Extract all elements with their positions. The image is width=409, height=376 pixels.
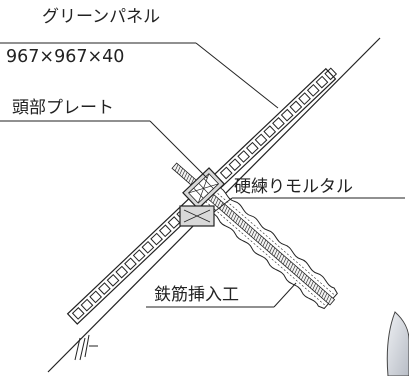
rebar-thread-tick [237, 218, 242, 226]
rebar-thread-tick [230, 212, 235, 220]
rebar-thread-tick [325, 294, 330, 302]
label-head-plate: 頭部プレート [12, 98, 114, 118]
rebar-thread-tick [328, 296, 332, 304]
ground-hatch [74, 334, 98, 361]
panel-cell [219, 166, 233, 180]
rebar-thread-tick [267, 243, 271, 251]
label-green-panel: グリーンパネル [42, 7, 160, 27]
rebar-thread-tick [276, 251, 280, 259]
rebar-thread-tick [289, 263, 294, 271]
label-panel-dimensions: 967×967×40 [6, 47, 124, 67]
rebar-thread-tick [212, 196, 217, 204]
label-hard-mortar: 硬練りモルタル [234, 177, 353, 197]
panel-cell [306, 84, 320, 97]
panel-cell [150, 232, 163, 246]
panel-cell [298, 92, 311, 105]
rebar-thread-tick [253, 231, 258, 239]
bolt-thread-tick [188, 176, 193, 183]
rebar-thread-tick [251, 229, 255, 237]
rebar-thread-tick [319, 289, 323, 296]
rebar-thread-tick [310, 281, 314, 288]
panel-cell [245, 141, 259, 155]
bolt-thread-tick [181, 170, 186, 177]
panel-cell [167, 216, 181, 229]
rebar-thread-tick [242, 222, 246, 229]
rebar-thread-tick [278, 253, 283, 261]
rebar-thread-tick [228, 210, 233, 218]
panel-cell [272, 117, 285, 130]
rebar-thread-tick [323, 292, 328, 300]
rebar-thread-tick [269, 245, 273, 253]
rebar-thread-tick [214, 198, 219, 206]
green-panel-cells [71, 67, 338, 320]
label-rebar-insertion: 鉄筋挿入工 [154, 285, 239, 305]
panel-cell [71, 307, 85, 320]
panel-cell [97, 282, 111, 295]
rebar-thread-tick [271, 247, 276, 255]
bolt-thread-tick [174, 164, 179, 172]
panel-cell [89, 290, 103, 304]
panel-cell [158, 224, 172, 238]
bolt-thread-tick [177, 166, 181, 174]
rebar-thread-tick [291, 265, 296, 273]
rebar-thread-tick [235, 216, 239, 224]
bolt-thread-tick [190, 178, 195, 185]
leader-lines [0, 42, 405, 308]
rebar-thread-tick [210, 194, 215, 202]
panel-cell [324, 67, 338, 81]
rebar-thread-tick [316, 287, 321, 294]
rebar-thread-tick [262, 239, 267, 247]
panel-cell [141, 240, 155, 254]
rebar-thread-tick [312, 283, 316, 290]
rebar-thread-tick [303, 275, 307, 283]
rebar-thread-tick [248, 228, 253, 235]
rebar-thread-tick [314, 285, 319, 292]
bolt-thread-tick [186, 174, 190, 181]
rebar-thread-tick [301, 273, 305, 281]
panel-cell [237, 150, 250, 163]
rebar-thread [210, 194, 332, 304]
rebar-insert [201, 186, 338, 310]
bolt-thread-tick [183, 172, 188, 179]
panel-cell [106, 273, 120, 287]
rebar-thread-tick [221, 204, 226, 212]
rebar-thread-tick [239, 220, 244, 227]
rebar-thread-tick [285, 259, 289, 267]
rebar-thread-tick [287, 261, 292, 269]
rebar-thread-tick [280, 255, 285, 263]
rebar-thread-tick [296, 269, 301, 277]
panel-cell [132, 249, 146, 262]
rebar-thread-tick [282, 257, 287, 265]
panel-cell [80, 298, 94, 312]
rebar-thread-tick [307, 279, 312, 287]
rebar-thread-tick [321, 290, 326, 298]
panel-cell [228, 158, 242, 172]
rebar-thread-tick [224, 206, 228, 214]
panel-cell [280, 108, 294, 122]
corner-decoration [386, 311, 409, 376]
panel-cell [263, 125, 277, 139]
rebar-thread-tick [217, 200, 221, 208]
rebar-thread-tick [305, 277, 310, 285]
rebar-thread-tick [233, 214, 237, 222]
rebar-thread-tick [264, 241, 269, 249]
panel-cell [115, 265, 129, 279]
rebar-thread-tick [246, 226, 251, 233]
panel-cell [289, 100, 303, 114]
panel-cell [254, 133, 268, 147]
rebar-thread-tick [294, 267, 298, 275]
panel-cell [124, 257, 137, 271]
rebar-thread-tick [244, 224, 249, 231]
rebar-thread-tick [273, 249, 278, 257]
rebar-thread-tick [298, 271, 303, 279]
rebar-thread-tick [257, 235, 262, 243]
bolt-thread-tick [179, 168, 183, 176]
rebar-thread-tick [255, 233, 260, 241]
head-plate [182, 167, 226, 210]
rebar-thread-tick [226, 208, 230, 216]
panel-cell [315, 75, 329, 89]
rebar-thread-tick [260, 237, 264, 245]
